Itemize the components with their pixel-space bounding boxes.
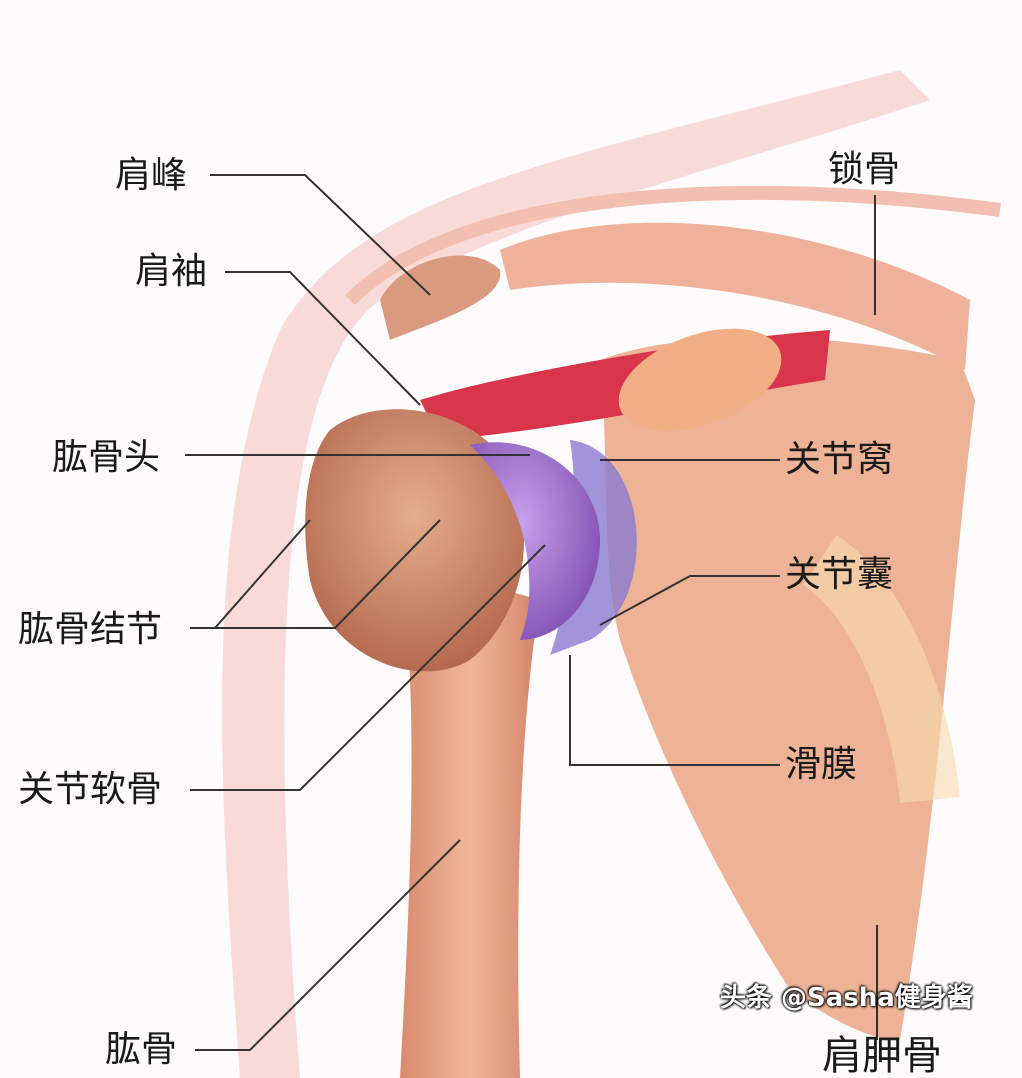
leader-tubercle-2 (214, 519, 311, 629)
label-synovium: 滑膜 (785, 744, 858, 785)
shoulder-outline (222, 70, 930, 1078)
label-humeral-tubercle: 肱骨结节 (18, 609, 163, 650)
articular-cartilage (470, 442, 600, 640)
clavicle (500, 222, 970, 370)
watermark: 头条 @Sasha健身酱 (720, 983, 973, 1013)
scapula-highlight (802, 535, 960, 804)
scapula (600, 337, 975, 1040)
leader-acromion (210, 174, 431, 296)
label-scapula: 肩胛骨 (822, 1033, 942, 1078)
label-joint-capsule: 关节囊 (785, 554, 894, 595)
leader-cartilage (190, 544, 546, 791)
humerus-shaft (400, 560, 540, 1078)
label-acromion: 肩峰 (115, 155, 188, 196)
label-articular-cartilage: 关节软骨 (18, 769, 163, 810)
leader-lines (185, 174, 878, 1051)
label-humerus: 肱骨 (105, 1029, 178, 1070)
leader-rotator-cuff (225, 271, 421, 406)
coracoid (618, 328, 782, 432)
humeral-head (305, 409, 525, 672)
leader-tubercle (190, 519, 441, 629)
label-rotator-cuff: 肩袖 (135, 251, 208, 292)
leader-synovium (569, 655, 780, 766)
label-humeral-head: 肱骨头 (52, 437, 161, 478)
leader-humerus (195, 839, 461, 1051)
label-clavicle: 锁骨 (828, 149, 901, 190)
leader-capsule (599, 575, 780, 626)
label-glenoid-fossa: 关节窝 (785, 439, 894, 480)
